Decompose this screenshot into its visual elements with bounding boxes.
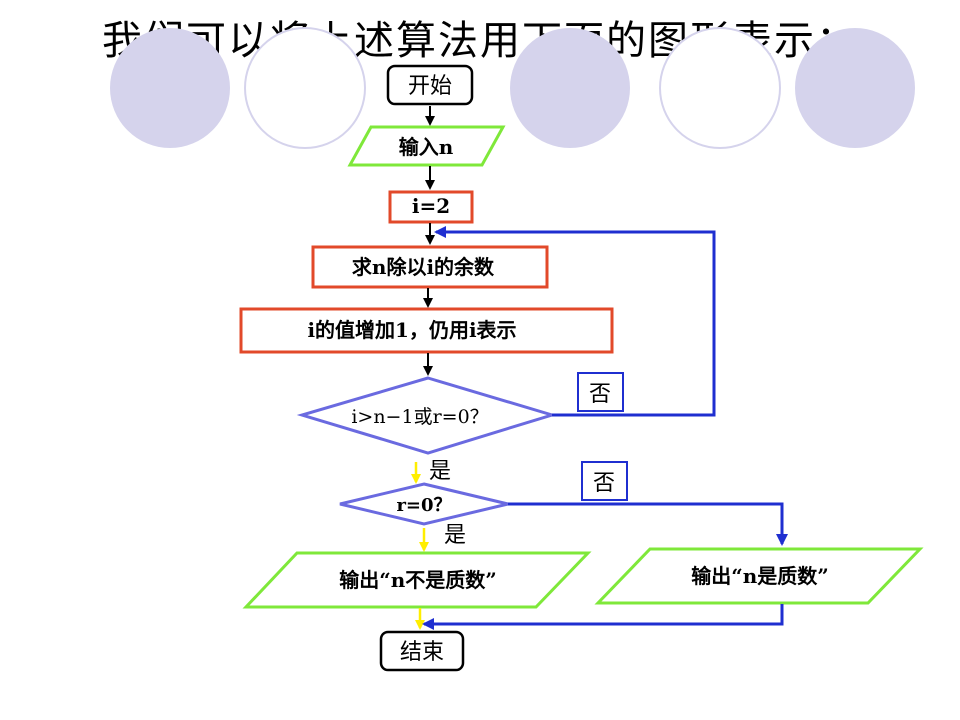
increment-label: i的值增加1，仍用i表示 — [307, 318, 516, 342]
input-parallelogram — [347, 125, 506, 167]
loop-back-arrow — [434, 226, 716, 417]
end-label: 结束 — [400, 640, 444, 665]
arrow-no-prime — [508, 502, 788, 546]
label-yes-2: 是 — [444, 523, 466, 548]
decor-circle — [110, 28, 230, 148]
remainder-label: 求n除以i的余数 — [352, 255, 495, 279]
end-terminal — [379, 630, 465, 672]
increment-box — [239, 307, 614, 354]
label-no-loop-box — [577, 372, 624, 412]
condition1-diamond — [296, 376, 558, 455]
init-label: i=2 — [412, 194, 450, 218]
condition1-label: i>n−1或r=0？ — [351, 406, 488, 428]
label-no-prime: 否 — [593, 471, 615, 496]
condition2-label: r=0？ — [396, 495, 451, 516]
init-box — [388, 190, 474, 224]
start-terminal — [386, 64, 474, 106]
start-label: 开始 — [408, 74, 452, 99]
output-prime-parallelogram — [594, 547, 924, 605]
label-no-loop: 否 — [589, 382, 611, 407]
output-not-prime-label: 输出“n不是质数” — [339, 568, 497, 592]
output-not-prime-parallelogram — [242, 551, 592, 609]
decor-circle — [244, 27, 366, 149]
arrow-prime-end — [422, 604, 784, 630]
label-no-prime-box — [581, 461, 628, 501]
condition2-diamond — [339, 482, 509, 526]
decor-circle — [659, 27, 781, 149]
decor-circles — [110, 27, 915, 149]
input-label: 输入n — [399, 135, 454, 159]
remainder-box — [311, 245, 549, 289]
label-yes-1: 是 — [429, 459, 451, 484]
decor-circle — [795, 28, 915, 148]
output-prime-label: 输出“n是质数” — [691, 564, 829, 588]
decor-circle — [510, 28, 630, 148]
